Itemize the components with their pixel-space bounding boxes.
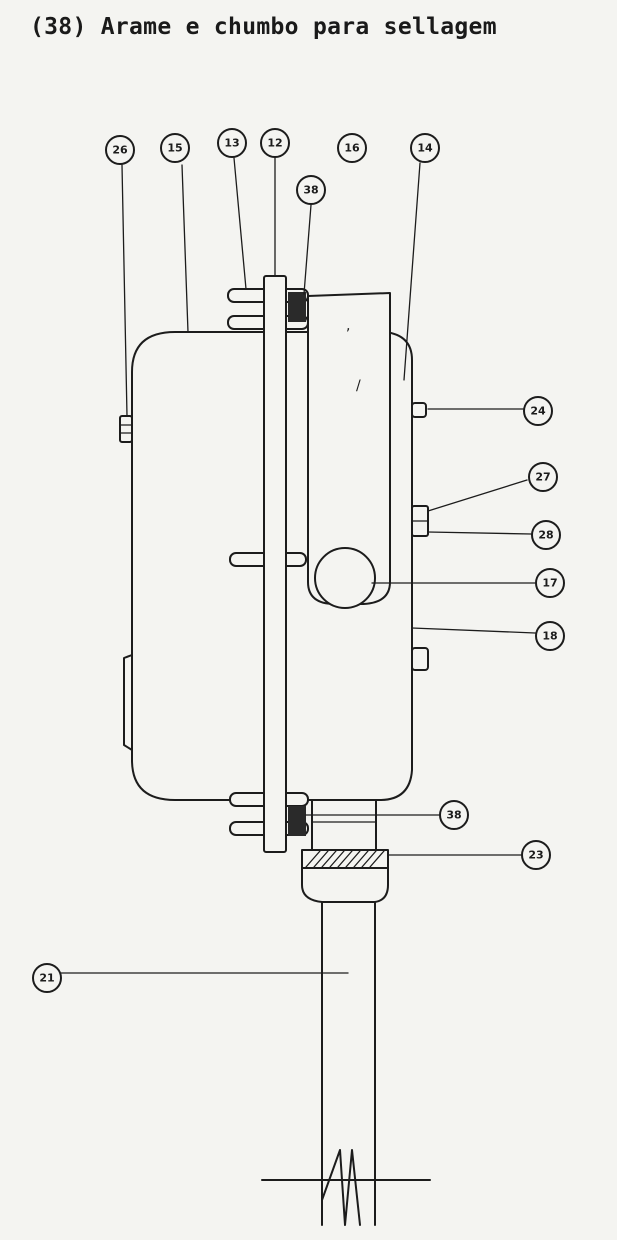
callout-13: 13 bbox=[217, 128, 247, 158]
svg-text:14: 14 bbox=[417, 142, 433, 155]
callout-16: 16 bbox=[337, 133, 367, 163]
leader-lines bbox=[60, 157, 536, 974]
svg-text:18: 18 bbox=[542, 630, 557, 643]
svg-text:23: 23 bbox=[528, 849, 543, 862]
callout-21: 21 bbox=[32, 963, 62, 993]
svg-text:38: 38 bbox=[303, 184, 318, 197]
svg-text:/: / bbox=[356, 378, 361, 394]
svg-text:13: 13 bbox=[224, 137, 239, 150]
svg-text:27: 27 bbox=[535, 471, 550, 484]
svg-text:28: 28 bbox=[538, 529, 553, 542]
svg-text:21: 21 bbox=[39, 972, 54, 985]
mounting-plate bbox=[263, 275, 287, 853]
pipe bbox=[261, 899, 431, 1226]
callout-17: 17 bbox=[535, 568, 565, 598]
left-screw bbox=[119, 415, 133, 443]
callout-15: 15 bbox=[160, 133, 190, 163]
callout-26-top: 26 bbox=[105, 135, 135, 165]
callout-27: 27 bbox=[528, 462, 558, 492]
svg-text:16: 16 bbox=[344, 142, 360, 155]
svg-text:26: 26 bbox=[112, 144, 128, 157]
right-side-fittings bbox=[411, 402, 429, 671]
svg-text:17: 17 bbox=[542, 577, 557, 590]
callout-24: 24 bbox=[523, 396, 553, 426]
figure-caption: (38) Arame e chumbo para sellagem bbox=[30, 14, 497, 40]
head-cover: , / bbox=[307, 292, 391, 609]
callout-38-top: 38 bbox=[296, 175, 326, 205]
svg-text:15: 15 bbox=[167, 142, 182, 155]
svg-text:12: 12 bbox=[267, 137, 282, 150]
callout-23: 23 bbox=[521, 840, 551, 870]
callout-18: 18 bbox=[535, 621, 565, 651]
pipe-fitting bbox=[301, 799, 389, 903]
callout-12: 12 bbox=[260, 128, 290, 158]
svg-text:38: 38 bbox=[446, 809, 461, 822]
callout-14: 14 bbox=[410, 133, 440, 163]
fitting-thread-hatch bbox=[305, 850, 385, 868]
callout-38-bottom: 38 bbox=[439, 800, 469, 830]
svg-text:24: 24 bbox=[530, 405, 546, 418]
callout-28: 28 bbox=[531, 520, 561, 550]
svg-text:,: , bbox=[346, 318, 350, 334]
